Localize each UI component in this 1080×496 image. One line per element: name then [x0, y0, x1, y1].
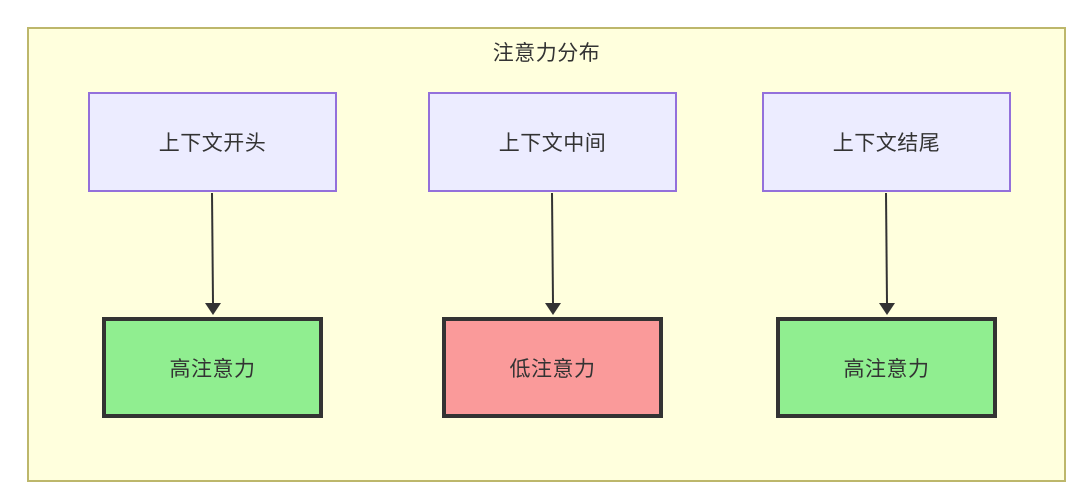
node-label: 上下文开头	[158, 132, 267, 155]
node-label: 高注意力	[169, 357, 256, 381]
node-label: 上下文结尾	[832, 132, 941, 155]
node-high-attention-end[interactable]: 高注意力	[776, 317, 997, 418]
node-high-attention-start[interactable]: 高注意力	[102, 317, 323, 418]
node-label: 低注意力	[509, 357, 596, 381]
node-label: 上下文中间	[498, 132, 607, 155]
node-context-end[interactable]: 上下文结尾	[762, 92, 1011, 192]
node-context-start[interactable]: 上下文开头	[88, 92, 337, 192]
frame-title: 注意力分布	[492, 42, 601, 65]
node-context-middle[interactable]: 上下文中间	[428, 92, 677, 192]
node-low-attention-middle[interactable]: 低注意力	[442, 317, 663, 418]
node-label: 高注意力	[843, 357, 930, 381]
